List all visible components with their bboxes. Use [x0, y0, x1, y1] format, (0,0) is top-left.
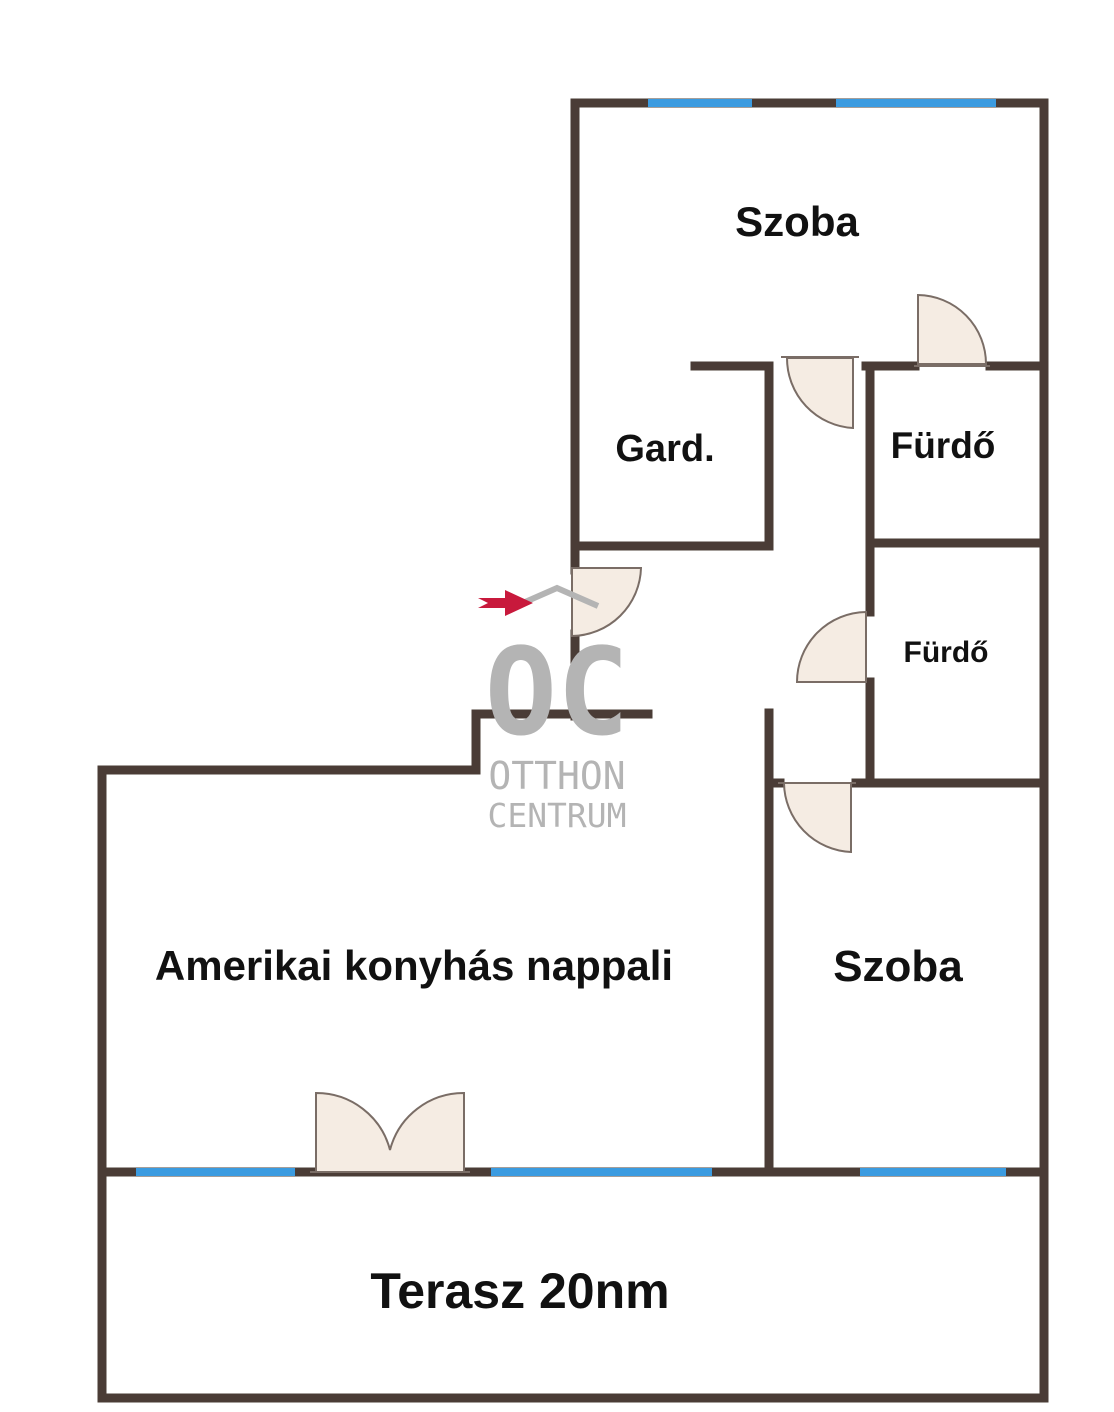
wall-wardrobe: [570, 361, 774, 551]
wall-terrace: [97, 1167, 1049, 1403]
door-bedroom-top: [914, 293, 990, 367]
room-label-bathroom-2: Fürdő: [904, 636, 989, 669]
logo-line-2: CENTRUM: [487, 796, 626, 835]
room-label-terrace: Terasz 20nm: [370, 1263, 669, 1319]
door-terrace-double: [310, 1091, 470, 1173]
door-bathroom-2: [795, 610, 867, 683]
entrance-arrow-icon: [478, 590, 533, 616]
doors: [310, 293, 990, 1173]
room-label-bedroom-bottom: Szoba: [833, 942, 963, 991]
wall-entrance-stub: [471, 709, 653, 775]
door-entrance: [571, 567, 643, 638]
room-label-bathroom-1: Fürdő: [891, 425, 996, 466]
wall-living-top: [97, 765, 481, 1177]
door-corridor-top: [781, 356, 859, 430]
logo-watermark: OC OTTHON CENTRUM: [485, 584, 630, 835]
wall-outer-top: [570, 98, 1049, 1177]
door-bedroom-bottom: [778, 782, 856, 854]
room-label-wardrobe: Gard.: [615, 428, 714, 470]
room-labels: Szoba Gard. Fürdő Fürdő Amerikai konyhás…: [155, 198, 996, 1319]
house-roof-icon: [514, 584, 600, 609]
logo-monogram: OC: [485, 624, 630, 763]
windows: [136, 99, 1006, 1176]
logo-line-1: OTTHON: [488, 754, 625, 798]
room-label-bedroom-top: Szoba: [735, 198, 859, 245]
room-label-living: Amerikai konyhás nappali: [155, 942, 673, 989]
